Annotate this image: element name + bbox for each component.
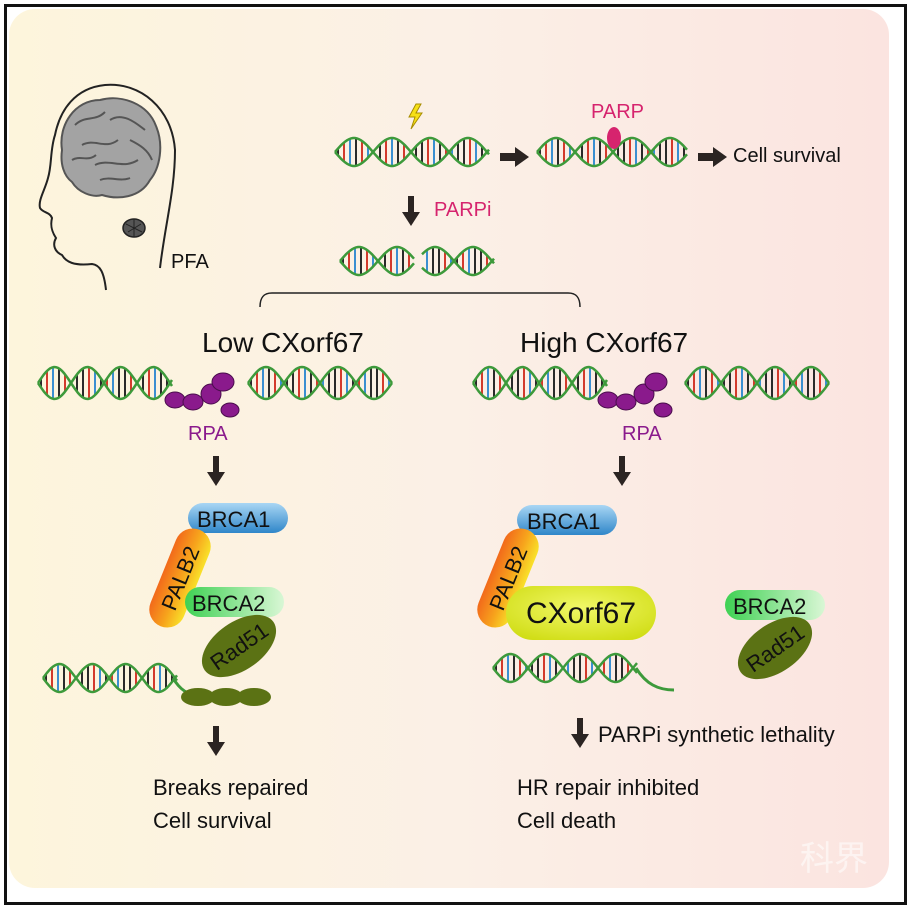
dna-left-2 [246,365,394,401]
lightning-icon [408,103,423,130]
hr-inhibited-label: HR repair inhibited [517,775,699,800]
rad51-left: Rad51 [201,614,277,678]
dna-strand [334,136,490,168]
rpa-label-right: RPA [622,423,662,445]
rpa-label-left: RPA [188,423,228,445]
brca1-right-label: BRCA1 [527,509,600,534]
cxorf67-label: CXorf67 [526,597,636,630]
dna-right-1 [471,365,609,401]
pfa-label: PFA [171,251,209,273]
high-cxorf67-heading: High CXorf67 [520,327,688,358]
dna-left-1 [36,365,174,401]
rpa-subunit [597,391,619,409]
brca1-right: BRCA1 [517,505,617,535]
cell-death-label: Cell death [517,808,616,833]
brca1-left: BRCA1 [188,503,288,533]
parp-protein [607,127,621,149]
brca1-left-label: BRCA1 [197,507,270,532]
dna-strand [471,365,609,401]
rpa-complex-left [164,372,240,418]
parpi-label: PARPi [434,199,491,221]
rpa-subunit [182,393,204,411]
arrow-down-left-1 [207,456,225,486]
dna-strand [246,365,394,401]
rpa-subunit [211,372,235,392]
dna-strand [683,365,831,401]
breaks-repaired-label: Breaks repaired [153,775,308,800]
dna-strand [536,136,688,168]
rad51-filament [181,688,271,706]
low-cxorf67-heading: Low CXorf67 [202,327,364,358]
dna-strand [334,136,490,168]
brca2-right-label: BRCA2 [733,594,806,619]
dna-strand [492,652,638,684]
arrow-right-2 [698,147,727,167]
arrow-down-lethality [571,718,589,748]
dna-strand [492,652,638,684]
lethality-label: PARPi synthetic lethality [598,722,835,747]
dna-strand [42,662,178,694]
dna-with-parp [536,136,688,168]
rpa-subunit [164,391,186,409]
dna-strand [536,136,688,168]
brca2-right: BRCA2 [725,590,825,620]
rpa-subunit [615,393,637,411]
arrow-right-1 [500,147,529,167]
dna-broken [339,245,495,277]
rpa-complex-right [597,372,673,418]
dna-strand [339,245,495,277]
cxorf67-protein: CXorf67 [506,586,656,640]
rpa-subunit [653,402,673,418]
cell-survival-left-label: Cell survival [153,808,272,833]
dna-strand [339,245,495,277]
ssdna-right [634,667,675,692]
rpa-subunit [220,402,240,418]
dna-damaged [334,136,490,168]
rad51-right: Rad51 [737,616,813,680]
dna-strand [471,365,609,401]
rpa-subunit [644,372,668,392]
brain-icon [60,97,162,238]
brca2-left-label: BRCA2 [192,591,265,616]
parp-label: PARP [591,101,644,123]
dna-strand [36,365,174,401]
bracket [259,292,581,308]
watermark: 科界 [800,840,868,878]
cell-survival-top: Cell survival [733,145,841,167]
brca2-left: BRCA2 [185,587,284,617]
arrow-down-right-1 [613,456,631,486]
head-illustration [38,83,177,291]
dna-left-repair [42,662,178,694]
dna-right-unrepaired [492,652,638,684]
arrow-down-left-2 [207,726,225,756]
dna-strand [42,662,178,694]
dna-strand [36,365,174,401]
dna-right-2 [683,365,831,401]
arrow-down-parpi [402,196,420,226]
